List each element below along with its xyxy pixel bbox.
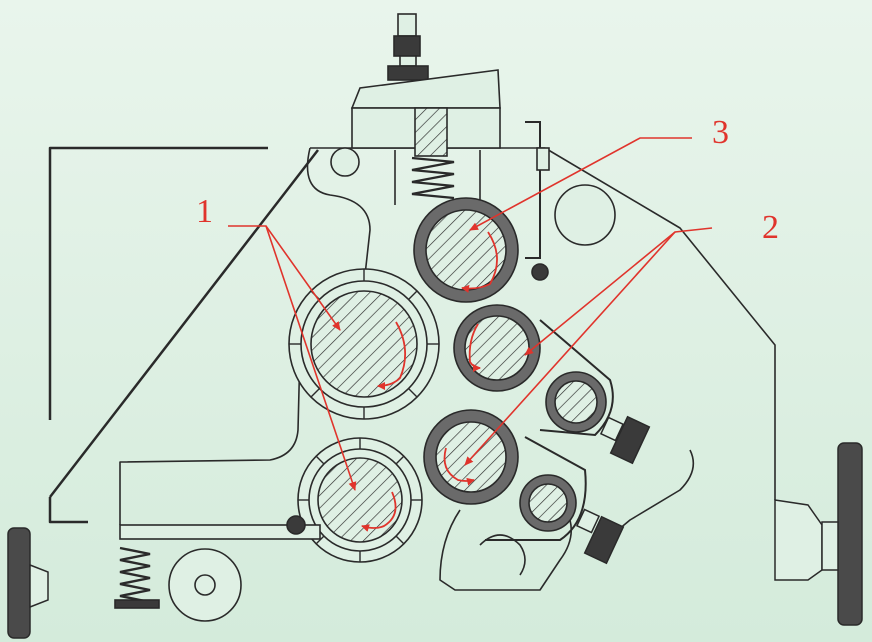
link-plates: [485, 319, 614, 541]
handwheel-left: [7, 527, 49, 639]
roller-left-lower: [297, 437, 423, 563]
handwheel-right: [774, 442, 863, 626]
housing-body: [119, 147, 776, 591]
callout-label-1: 1: [196, 193, 213, 230]
rotation-arrows: [361, 231, 498, 532]
mounting-holes: [330, 147, 616, 281]
pulley-lower: [519, 474, 577, 532]
roller-middle: [453, 304, 541, 392]
thumb-screws: [575, 415, 651, 565]
top-adjuster: [350, 13, 550, 259]
roller-left-upper: [288, 268, 440, 420]
leader-lines: [228, 137, 713, 491]
callout-label-3: 3: [712, 114, 729, 151]
callout-label-2: 2: [762, 209, 779, 246]
frame-outline: [48, 146, 319, 524]
roller-lower: [423, 409, 519, 505]
tension-spring: [114, 515, 321, 622]
pulley-upper: [545, 371, 607, 433]
roller-top: [413, 197, 519, 303]
